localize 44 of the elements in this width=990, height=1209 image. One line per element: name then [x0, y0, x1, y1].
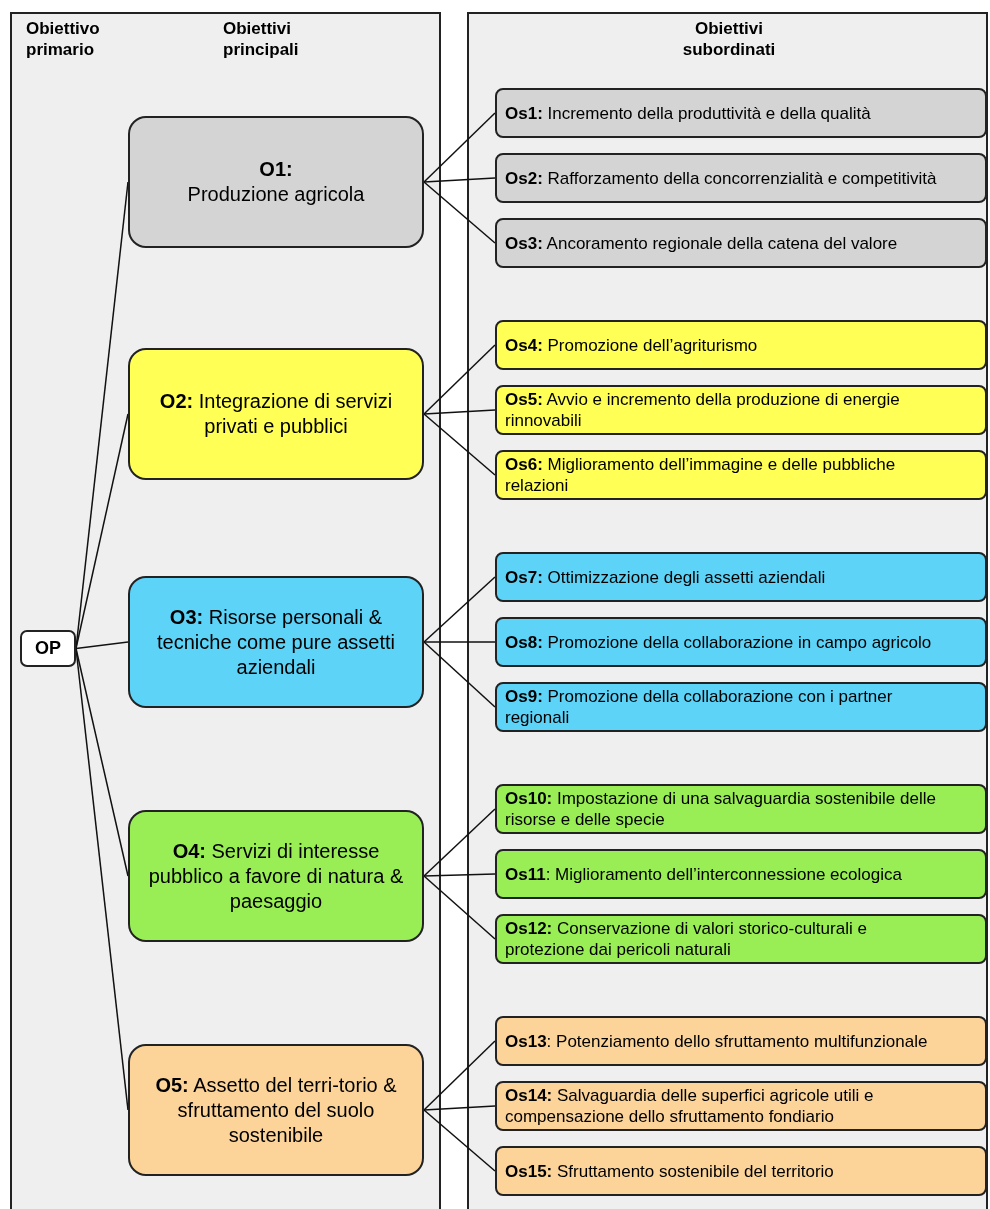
connector-line	[423, 181, 496, 244]
column-panel	[467, 12, 988, 1209]
connector-line	[423, 875, 496, 940]
column-panel	[10, 12, 441, 1209]
connector-line	[423, 1105, 496, 1111]
sub-objective-box: Os8: Promozione della collaborazione in campo agricolo	[495, 617, 987, 667]
connector-line	[423, 808, 496, 877]
sub-objective-box: Os6: Miglioramento dell’immagine e delle pubbliche relazioni	[495, 450, 987, 500]
sub-objective-box: Os11: Miglioramento dell’interconnessione ecologica	[495, 849, 987, 899]
connector-line	[423, 344, 496, 415]
connector-line	[75, 647, 129, 1111]
main-objective-box: O1: Produzione agricola	[128, 116, 424, 248]
sub-objective-box: Os2: Rafforzamento della concorrenzialità e competitività	[495, 153, 987, 203]
sub-objective-box: Os4: Promozione dell’agriturismo	[495, 320, 987, 370]
connector-line	[423, 576, 496, 643]
column-heading: Obiettivi subordinati	[681, 18, 777, 60]
sub-objective-box: Os9: Promozione della collaborazione con i partner regionali	[495, 682, 987, 732]
connector-line	[423, 409, 496, 415]
connector-line	[423, 1109, 496, 1172]
sub-objective-box: Os7: Ottimizzazione degli assetti aziendali	[495, 552, 987, 602]
main-objective-box: O2: Integrazione di servizi privati e pubblici	[128, 348, 424, 480]
sub-objective-box: Os10: Impostazione di una salvaguardia sostenibile delle risorse e delle specie	[495, 784, 987, 834]
connector-line	[423, 112, 496, 183]
connector-line	[423, 873, 496, 877]
sub-objective-box: Os14: Salvaguardia delle superfici agricole utili e compensazione dello sfruttamento fondiario	[495, 1081, 987, 1131]
connector-line	[75, 641, 129, 650]
sub-objective-box: Os3: Ancoramento regionale della catena del valore	[495, 218, 987, 268]
connector-line	[423, 641, 496, 708]
connector-line	[423, 413, 496, 476]
main-objective-box: O5: Assetto del terri-torio & sfruttamento del suolo sostenibile	[128, 1044, 424, 1176]
sub-objective-box: Os1: Incremento della produttività e della qualità	[495, 88, 987, 138]
column-heading: Obiettivo primario	[26, 18, 101, 60]
sub-objective-box: Os5: Avvio e incremento della produzione di energie rinnovabili	[495, 385, 987, 435]
main-objective-box: O3: Risorse personali & tecniche come pure assetti aziendali	[128, 576, 424, 708]
sub-objective-box: Os12: Conservazione di valori storico-culturali e protezione dai pericoli naturali	[495, 914, 987, 964]
sub-objective-box: Os13: Potenziamento dello sfruttamento multifunzionale	[495, 1016, 987, 1066]
connector-line	[423, 1040, 496, 1111]
connector-line	[75, 413, 129, 650]
primary-objective-box: OP	[20, 630, 76, 667]
sub-objective-box: Os15: Sfruttamento sostenibile del territorio	[495, 1146, 987, 1196]
connector-line	[423, 177, 496, 183]
connector-line	[423, 641, 496, 643]
main-objective-box: O4: Servizi di interesse pubblico a favore di natura & paesaggio	[128, 810, 424, 942]
column-heading: Obiettivi principali	[223, 18, 300, 60]
